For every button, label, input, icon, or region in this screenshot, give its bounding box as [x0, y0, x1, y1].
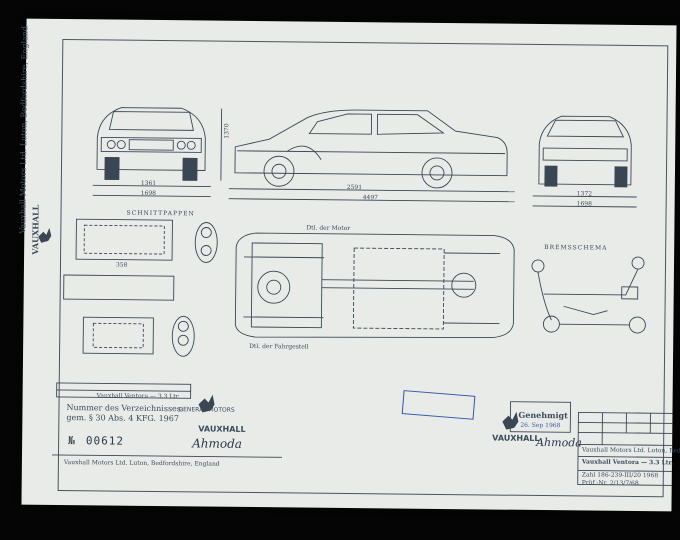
- genehmigt-box: [509, 401, 572, 433]
- label-motor: Dtl. der Motor: [306, 224, 351, 233]
- front-view-drawing: [92, 107, 211, 197]
- date-stamp: 26. Sep 1968: [520, 421, 561, 430]
- genehmigt-label: Genehmigt: [518, 409, 568, 421]
- dim-front-track: 1361: [140, 179, 157, 187]
- brand-logo-text: VAUXHALL: [198, 424, 246, 434]
- label-fahrgestell: Dtl. der Fahrgestell: [249, 342, 309, 351]
- blueprint-sheet: Vauxhall Motors Ltd. Luton, Bedfordshire…: [18, 18, 680, 512]
- blueprint-drawings: [38, 107, 677, 486]
- title-block: [577, 411, 677, 486]
- section-bremsschema: BREMSSCHEMA: [544, 244, 608, 252]
- signature-left: Ahmoda: [192, 436, 243, 451]
- dim-silencer: 358: [115, 261, 128, 269]
- number-label: Nummer des Verzeichnisses:: [66, 403, 184, 414]
- dim-length: 4497: [362, 194, 379, 202]
- serial-value: 00612: [85, 434, 125, 448]
- vauxhall-griffin-logos: [38, 227, 519, 430]
- silencer-drawings: [63, 218, 218, 357]
- model-box-text: Vauxhall Ventora — 3.3 Ltr.: [96, 392, 180, 401]
- chassis-top-view-drawing: [234, 232, 515, 338]
- section-schnitt: SCHNITTPAPPEN: [126, 209, 195, 218]
- serial-prefix: №: [68, 434, 75, 448]
- brake-schema-drawing: [531, 256, 646, 334]
- side-brand-text: VAUXHALL: [30, 204, 41, 255]
- dim-rear-track: 1372: [576, 190, 593, 198]
- title-line-2: Vauxhall Ventora — 3.3 Ltr.: [581, 458, 674, 467]
- dim-wheelbase: 2591: [346, 183, 363, 192]
- brand-logo-right: VAUXHALL: [492, 433, 540, 444]
- serial-number: № 00612: [68, 429, 124, 449]
- signature-right: Ahmoda: [536, 435, 582, 450]
- dim-height: 1370: [223, 123, 231, 139]
- title-line-4: Prüf.-Nr. 2/13/7/68: [581, 479, 639, 488]
- title-line-3: Zahl 186-239-III/20 1968: [581, 471, 659, 480]
- dim-rear-width: 1698: [576, 200, 592, 208]
- general-motors-text: GENERAL MOTORS: [178, 406, 235, 414]
- rear-view-drawing: [532, 115, 637, 208]
- number-sub: gem. § 30 Abs. 4 KFG. 1967: [66, 413, 180, 424]
- side-view-drawing: [220, 108, 515, 203]
- dim-front-width: 1698: [140, 189, 157, 197]
